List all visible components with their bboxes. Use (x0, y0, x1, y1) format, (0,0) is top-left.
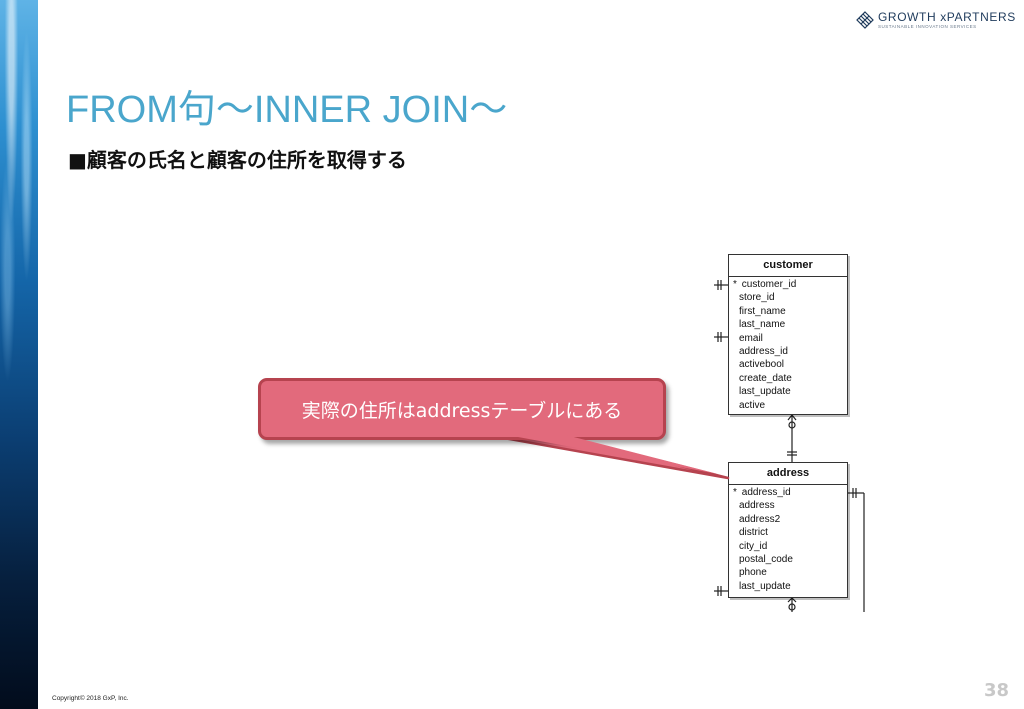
entity-field: create_date (739, 372, 792, 384)
entity-address-name: address (729, 463, 847, 485)
entity-field: * address_id (733, 487, 791, 498)
entity-field: postal_code (739, 553, 793, 565)
pk-marker: * (733, 487, 737, 498)
entity-field: * customer_id (733, 279, 797, 290)
entity-field: activebool (739, 359, 785, 371)
entity-field: active (739, 399, 766, 411)
logo-name: GROWTH xPARTNERS (878, 10, 1016, 24)
callout-note: 実際の住所はaddressテーブルにある (258, 378, 666, 440)
entity-address-fields: * address_id address address2 district c… (729, 485, 847, 593)
entity-field: last_update (739, 386, 791, 398)
entity-field: email (739, 332, 763, 344)
entity-customer-name: customer (729, 255, 847, 277)
entity-field: phone (739, 567, 767, 579)
page-number: 38 (984, 680, 1010, 701)
entity-field: city_id (739, 540, 768, 552)
entity-field: last_name (739, 319, 786, 331)
logo-tagline: SUSTAINABLE INNOVATION SERVICES (878, 24, 977, 29)
entity-field: first_name (739, 305, 786, 317)
entity-customer: customer * customer_id store_id first_na… (728, 254, 848, 415)
copyright-notice: Copyright© 2018 GxP, Inc. (52, 695, 129, 702)
entity-field: district (739, 527, 768, 539)
company-logo: GROWTH xPARTNERS SUSTAINABLE INNOVATION … (856, 10, 1015, 32)
entity-customer-fields: * customer_id store_id first_name last_n… (729, 277, 847, 412)
entity-field: last_update (739, 580, 791, 592)
side-decoration-strip (0, 0, 38, 709)
entity-field: store_id (739, 292, 775, 304)
entity-field: address2 (739, 513, 781, 525)
logo-mark-icon (856, 11, 874, 29)
slide-subtitle: ■顧客の氏名と顧客の住所を取得する (68, 148, 407, 172)
entity-address: address * address_id address address2 di… (728, 462, 848, 598)
pk-marker: * (733, 279, 737, 290)
slide-title: FROM句～INNER JOIN～ (66, 89, 508, 131)
entity-field: address (739, 500, 775, 512)
entity-field: address_id (739, 345, 788, 357)
